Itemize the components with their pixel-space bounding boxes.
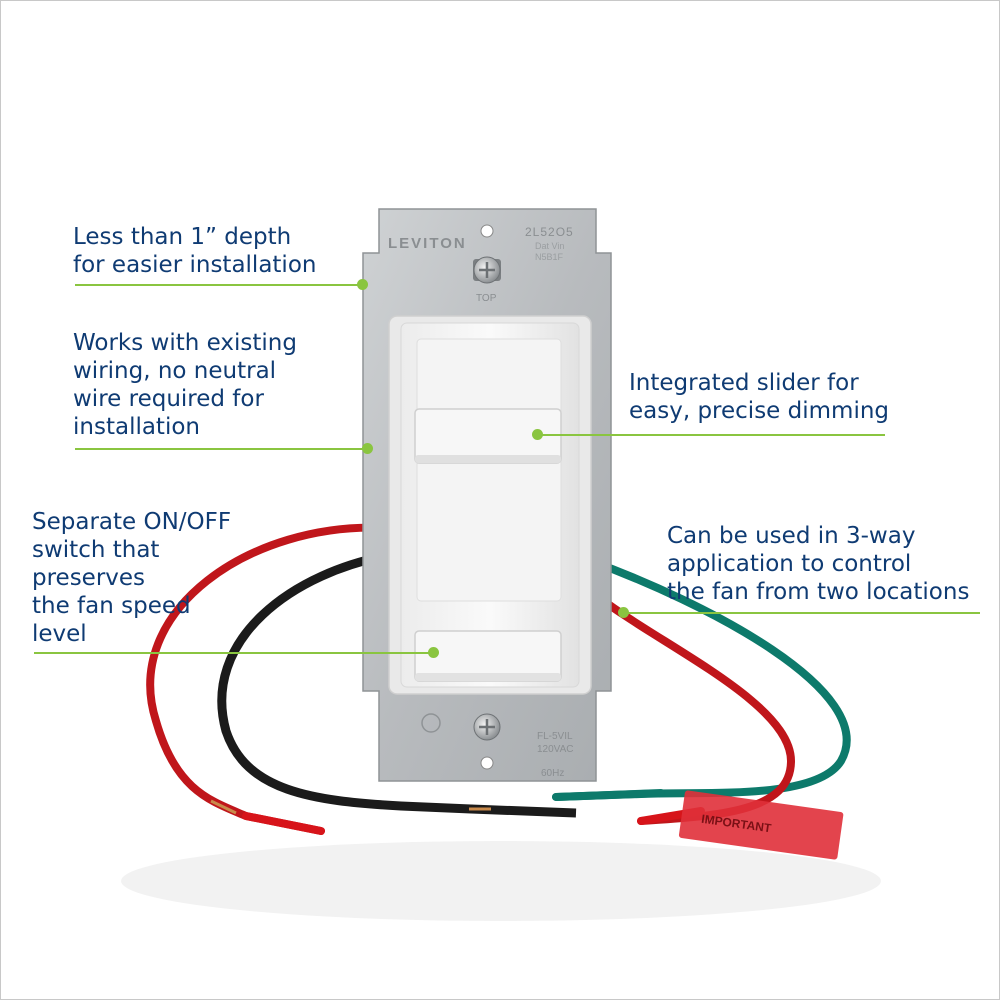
model-number: 2L52O5	[525, 225, 574, 239]
model-subtext-1: Dat Vin	[535, 241, 564, 251]
leader-wiring	[75, 448, 368, 450]
slider-track	[416, 338, 562, 602]
leader-slider	[539, 434, 885, 436]
leader-depth	[75, 284, 363, 286]
model-subtext-2: N5B1F	[535, 252, 564, 262]
rating-line-3: 60Hz	[541, 768, 564, 779]
leader-dot-depth	[357, 279, 368, 290]
leader-threeway	[625, 612, 980, 614]
callout-slider: Integrated slider for easy, precise dimm…	[629, 370, 890, 424]
rating-line-2: 120VAC	[537, 744, 574, 755]
brand-mark: LEVITON	[388, 235, 467, 252]
floor-reflection	[121, 841, 881, 921]
callout-onoff: Separate ON/OFF switch that preserves th…	[32, 509, 232, 647]
warning-tag-icon: IMPORTANT	[678, 790, 844, 860]
callout-threeway: Can be used in 3-way application to cont…	[667, 523, 970, 605]
green-wire	[552, 557, 851, 801]
callout-wiring: Works with existing wiring, no neutral w…	[73, 330, 297, 440]
leader-dot-slider	[532, 429, 543, 440]
top-mark: TOP	[476, 293, 497, 304]
black-wire	[217, 549, 476, 814]
leader-dot-threeway	[618, 607, 629, 618]
red-wire-right	[587, 587, 796, 825]
callout-depth: Less than 1” depth for easier installati…	[73, 224, 317, 278]
leader-onoff	[34, 652, 434, 654]
leader-dot-wiring	[362, 443, 373, 454]
rating-line-1: FL-5VIL	[537, 731, 573, 742]
leader-dot-onoff	[428, 647, 439, 658]
red-wire-left	[146, 523, 390, 835]
